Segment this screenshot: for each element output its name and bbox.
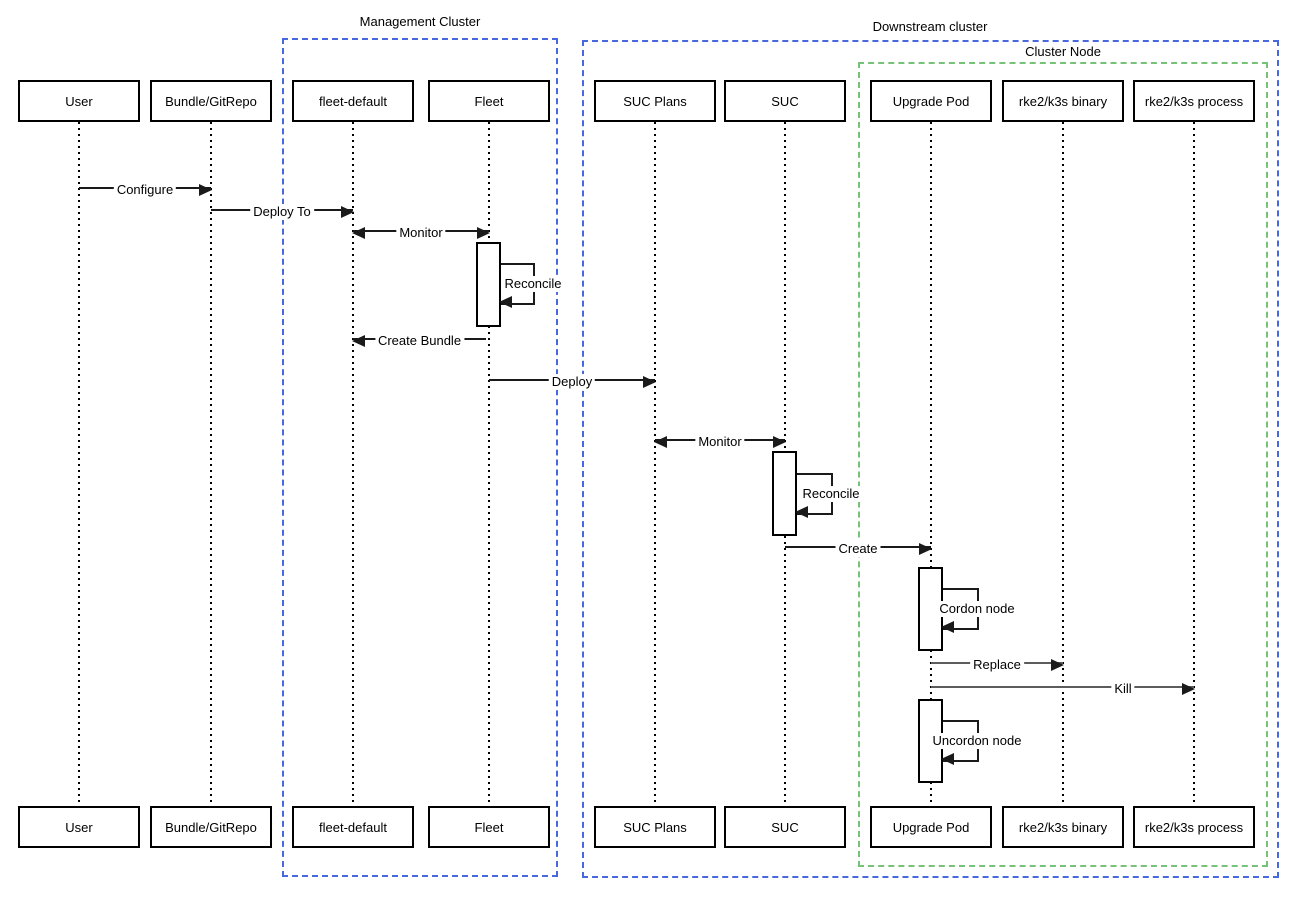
message-replace: Replace (931, 657, 1064, 673)
arrowhead-right-icon (1182, 683, 1195, 695)
message-label-create-bundle: Create Bundle (374, 333, 465, 349)
message-label-monitor-fleet: Monitor (396, 225, 446, 241)
lifeline-user (78, 122, 80, 806)
message-create-bundle: Create Bundle (352, 333, 486, 349)
arrowhead-right-icon (643, 376, 656, 388)
group-management-cluster (282, 38, 558, 877)
arrowhead-left-icon (795, 506, 808, 518)
arrowhead-left-icon (352, 335, 365, 347)
participant-suc-bottom: SUC (724, 806, 846, 848)
participant-upgrade-pod-bottom: Upgrade Pod (870, 806, 992, 848)
group-title-downstream-cluster: Downstream cluster (868, 19, 992, 34)
activation-fleet (476, 242, 501, 327)
arrowhead-left-icon (941, 753, 954, 765)
message-label-uncordon-node: Uncordon node (929, 733, 1025, 749)
lifeline-fleet-default (352, 122, 354, 806)
message-monitor-suc: Monitor (654, 434, 786, 450)
message-label-deploy: Deploy (548, 374, 596, 390)
participant-fleet-bottom: Fleet (428, 806, 550, 848)
self-loop-reconcile-suc: Reconcile (795, 473, 863, 518)
arrowhead-left-icon (499, 296, 512, 308)
participant-rke2-k3s-process-top: rke2/k3s process (1133, 80, 1255, 122)
participant-upgrade-pod-top: Upgrade Pod (870, 80, 992, 122)
self-loop-uncordon-node: Uncordon node (929, 720, 1025, 765)
message-label-replace: Replace (970, 657, 1024, 673)
arrowhead-right-icon (477, 227, 490, 239)
arrowhead-right-icon (341, 206, 354, 218)
message-label-reconcile-suc: Reconcile (799, 486, 863, 502)
self-loop-cordon-node: Cordon node (936, 588, 1018, 633)
message-label-monitor-suc: Monitor (695, 434, 745, 450)
participant-suc-top: SUC (724, 80, 846, 122)
participant-rke2-k3s-binary-bottom: rke2/k3s binary (1002, 806, 1124, 848)
arrowhead-left-icon (941, 621, 954, 633)
message-label-kill: Kill (1111, 681, 1135, 697)
group-title-management-cluster: Management Cluster (355, 14, 485, 29)
group-downstream-cluster (582, 40, 1279, 878)
participant-suc-plans-top: SUC Plans (594, 80, 716, 122)
group-title-cluster-node: Cluster Node (1021, 44, 1105, 59)
arrowhead-left-icon (654, 436, 667, 448)
participant-bundle-gitrepo-bottom: Bundle/GitRepo (150, 806, 272, 848)
arrowhead-right-icon (919, 543, 932, 555)
message-label-configure: Configure (113, 182, 177, 198)
participant-user-bottom: User (18, 806, 140, 848)
arrowhead-right-icon (199, 184, 212, 196)
participant-rke2-k3s-process-bottom: rke2/k3s process (1133, 806, 1255, 848)
lifeline-rke2-k3s-binary (1062, 122, 1064, 806)
activation-suc (772, 451, 797, 536)
group-cluster-node (858, 62, 1268, 867)
message-label-cordon-node: Cordon node (936, 601, 1018, 617)
arrowhead-right-icon (1051, 659, 1064, 671)
message-monitor-fleet: Monitor (352, 225, 490, 241)
message-configure: Configure (79, 182, 212, 198)
participant-suc-plans-bottom: SUC Plans (594, 806, 716, 848)
participant-rke2-k3s-binary-top: rke2/k3s binary (1002, 80, 1124, 122)
message-deploy-to: Deploy To (211, 204, 354, 220)
self-loop-reconcile-fleet: Reconcile (499, 263, 565, 308)
message-kill: Kill (931, 681, 1195, 697)
message-label-create: Create (835, 541, 881, 557)
participant-fleet-default-top: fleet-default (292, 80, 414, 122)
lifeline-bundle-gitrepo (210, 122, 212, 806)
lifeline-rke2-k3s-process (1193, 122, 1195, 806)
lifeline-upgrade-pod (930, 122, 932, 806)
message-label-reconcile-fleet: Reconcile (501, 276, 565, 292)
arrowhead-left-icon (352, 227, 365, 239)
lifeline-fleet (488, 122, 490, 806)
lifeline-suc-plans (654, 122, 656, 806)
message-create: Create (785, 541, 932, 557)
message-label-deploy-to: Deploy To (250, 204, 314, 220)
participant-user-top: User (18, 80, 140, 122)
participant-bundle-gitrepo-top: Bundle/GitRepo (150, 80, 272, 122)
arrowhead-right-icon (773, 436, 786, 448)
participant-fleet-default-bottom: fleet-default (292, 806, 414, 848)
message-deploy: Deploy (489, 374, 656, 390)
participant-fleet-top: Fleet (428, 80, 550, 122)
